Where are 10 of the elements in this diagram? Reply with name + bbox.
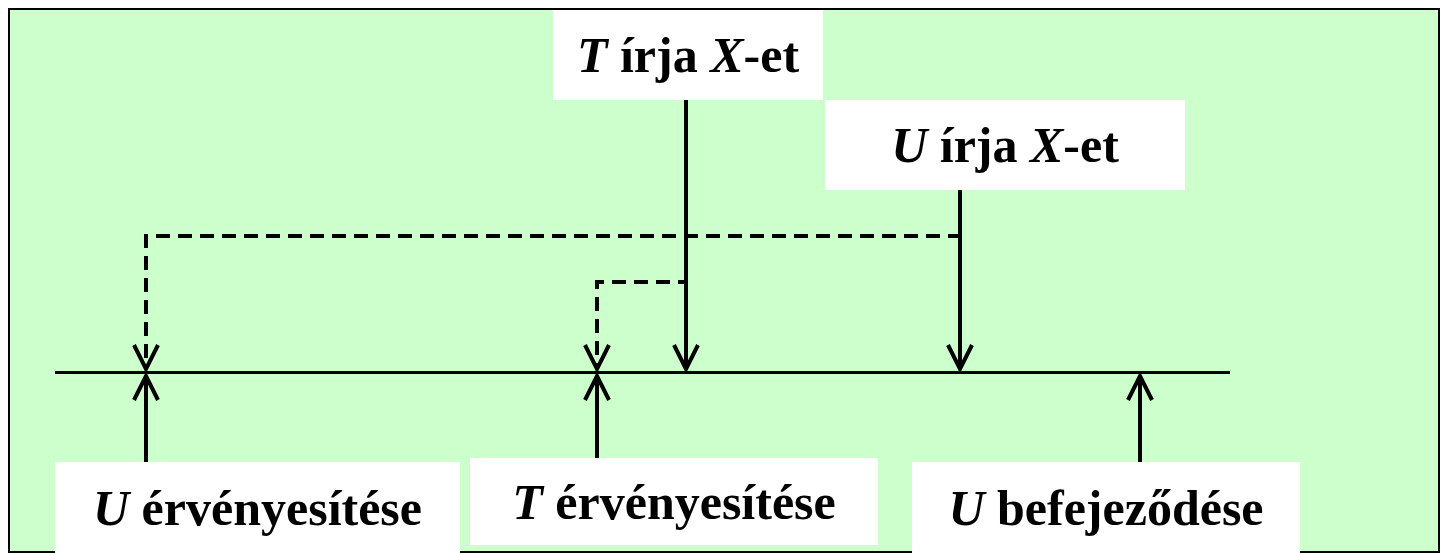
dashed-arrow: [583, 100, 688, 371]
event-label: U érvényesítése: [55, 462, 460, 553]
arrow: [1126, 374, 1154, 462]
timeline: [55, 371, 1230, 374]
event-label: T érvényesítése: [470, 458, 878, 545]
arrow: [583, 374, 611, 458]
event-label: U írja X-et: [825, 100, 1185, 190]
arrow: [132, 374, 160, 462]
event-label: U befejeződése: [912, 462, 1300, 553]
event-label: T írja X-et: [553, 10, 823, 100]
